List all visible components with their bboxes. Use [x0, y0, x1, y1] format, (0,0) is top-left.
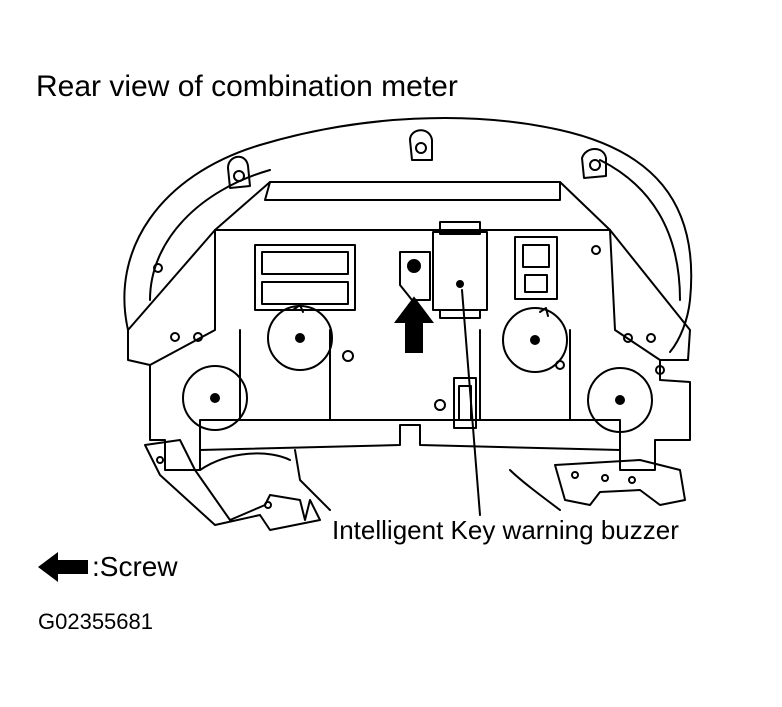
mounting-tab	[227, 155, 251, 189]
lower-left-bracket	[144, 439, 321, 531]
gauge-boss	[502, 307, 568, 373]
warning-buzzer	[432, 231, 488, 311]
legend-text: :Screw	[92, 551, 178, 582]
mounting-tab	[409, 129, 433, 161]
diagram-title: Rear view of combination meter	[36, 70, 458, 103]
figure-code: G02355681	[38, 609, 153, 634]
buzzer-bracket	[399, 251, 431, 301]
gauge-boss	[587, 367, 653, 433]
screw-arrow-icon	[394, 296, 434, 353]
buzzer-screw	[407, 259, 421, 273]
meter-hood-outline	[123, 117, 693, 353]
mounting-tab	[581, 148, 607, 179]
lower-right-bracket	[554, 459, 686, 506]
meter-housing-body	[127, 181, 691, 471]
gauge-boss	[182, 365, 248, 431]
callout-leader-line	[461, 289, 481, 516]
arrow-left-icon	[38, 552, 88, 582]
indicator-window	[254, 244, 356, 311]
center-connector	[453, 377, 477, 429]
legend: :Screw	[36, 550, 178, 584]
buzzer-callout-label: Intelligent Key warning buzzer	[332, 515, 679, 545]
connector-socket	[514, 236, 558, 300]
